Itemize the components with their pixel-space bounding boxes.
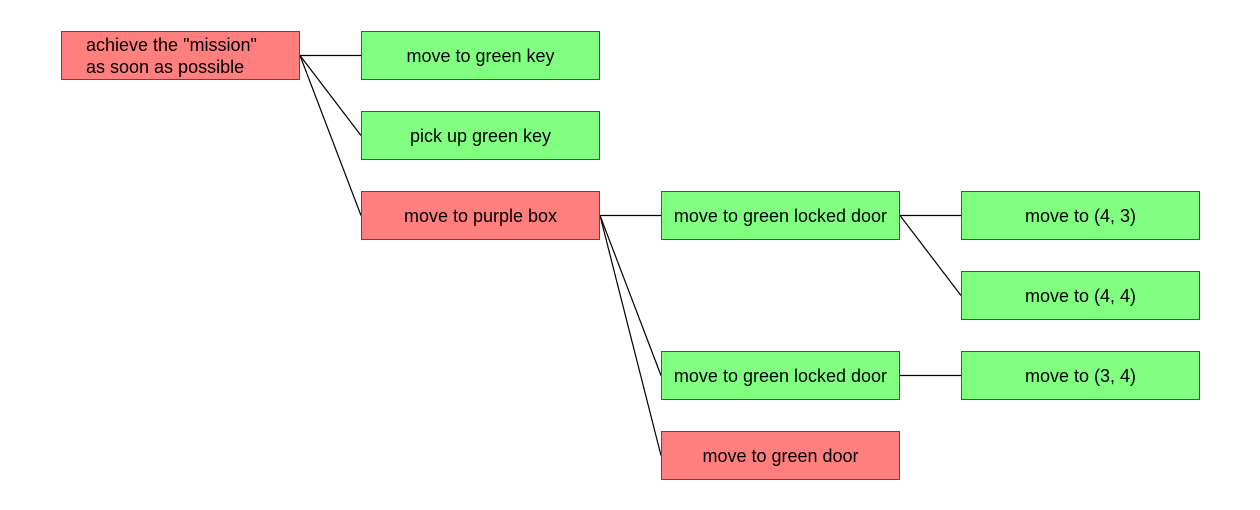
node-move-to-4-4: move to (4, 4) <box>961 271 1200 320</box>
node-label: move to purple box <box>403 205 558 226</box>
edge-n3-n6 <box>599 215 662 456</box>
node-label: move to (4, 3) <box>1024 205 1137 226</box>
node-label: move to green locked door <box>673 205 888 226</box>
node-move-to-3-4: move to (3, 4) <box>961 351 1200 400</box>
node-label: move to (4, 4) <box>1024 285 1137 306</box>
node-move-to-green-locked-door-2: move to green locked door <box>661 351 900 400</box>
node-label: move to (3, 4) <box>1024 365 1137 386</box>
node-pick-up-green-key: pick up green key <box>361 111 600 160</box>
node-move-to-green-door: move to green door <box>661 431 900 480</box>
node-label: move to green key <box>406 45 555 66</box>
node-root-mission: achieve the "mission" as soon as possibl… <box>61 31 300 80</box>
edge-n4-n8 <box>899 215 962 296</box>
edge-root-n3 <box>299 55 362 216</box>
node-move-to-4-3: move to (4, 3) <box>961 191 1200 240</box>
node-move-to-green-key: move to green key <box>361 31 600 80</box>
node-label: move to green door <box>702 445 859 466</box>
node-label: achieve the "mission" as soon as possibl… <box>86 34 257 77</box>
edge-root-n2 <box>299 55 362 136</box>
node-move-to-purple-box: move to purple box <box>361 191 600 240</box>
edge-n3-n5 <box>599 215 662 376</box>
node-label: pick up green key <box>409 125 552 146</box>
node-move-to-green-locked-door-1: move to green locked door <box>661 191 900 240</box>
node-label: move to green locked door <box>673 365 888 386</box>
